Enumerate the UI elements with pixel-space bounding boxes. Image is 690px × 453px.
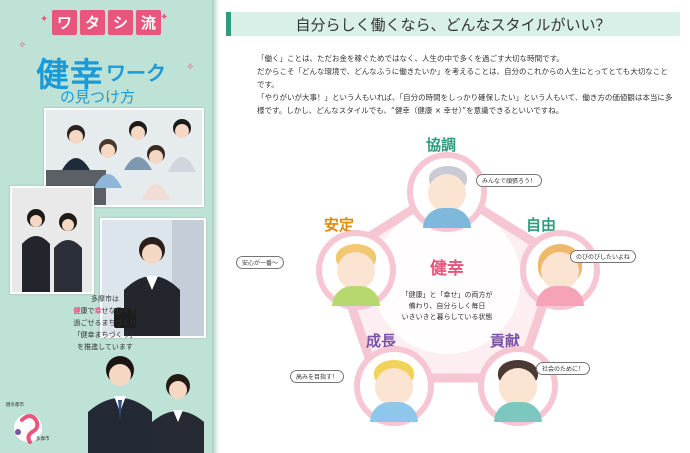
healthy-city-logo: 健幸都市 多摩市 bbox=[4, 402, 60, 448]
shirt-shape bbox=[370, 402, 418, 422]
center-desc-line: 備わり、自分らしく毎日 bbox=[408, 302, 486, 310]
sparkle-icon: ✦ bbox=[40, 14, 49, 25]
sparkle-icon: ✧ bbox=[18, 40, 27, 51]
cover-title: 健幸 bbox=[36, 55, 104, 94]
note-line: 健康で幸せな日々を bbox=[40, 305, 170, 317]
page-fold bbox=[212, 0, 220, 453]
cover-panel: ワ タ シ 流 ✦ ✦ ✧ ✧ 健幸 ワーク の見つけ方 bbox=[0, 0, 212, 453]
center-desc-line: いきいきと暮らしている状態 bbox=[401, 313, 493, 321]
speech-bubble: のびのびしたいよね bbox=[570, 250, 636, 263]
note-line: 過ごせるまちづくり bbox=[73, 319, 137, 327]
title-chip: シ bbox=[108, 10, 133, 35]
sparkle-icon: ✧ bbox=[186, 62, 195, 73]
node-label-cooperation: 協調 bbox=[426, 136, 457, 154]
title-chips: ワ タ シ 流 bbox=[52, 10, 161, 35]
speech-bubble: 社会のために！ bbox=[536, 362, 591, 375]
speech-bubble: 安心が一番〜 bbox=[236, 256, 285, 269]
businesswoman-photo bbox=[100, 218, 206, 338]
node-label-growth: 成長 bbox=[366, 332, 397, 350]
node-label-contribution: 貢献 bbox=[490, 332, 521, 350]
note-highlight: 健 bbox=[73, 307, 81, 315]
wellbeing-diagram: 健幸 「健康」と「幸せ」の両方が 備わり、自分らしく毎日 いきいきと暮らしている… bbox=[220, 130, 690, 453]
intro-text: 「働く」ことは、ただお金を稼ぐためではなく、人生の中で多くを過ごす大切な時間です… bbox=[257, 52, 675, 117]
node-freedom bbox=[520, 230, 600, 310]
intro-paragraph: 「やりがいが大事！」という人もいれば、「自分の時間をしっかり確保したい」という人… bbox=[257, 93, 673, 115]
node-cooperation bbox=[407, 152, 487, 232]
shirt-shape bbox=[423, 208, 471, 228]
note-line: 「健幸まちづくり」 bbox=[73, 331, 137, 339]
center-title: 健幸 bbox=[430, 259, 464, 279]
face-shape bbox=[499, 368, 537, 406]
logo-top-text: 健幸都市 bbox=[6, 403, 24, 408]
cover-subtitle: の見つけ方 bbox=[60, 88, 136, 106]
node-stability bbox=[316, 230, 396, 310]
face-shape bbox=[337, 252, 375, 290]
intro-paragraph: だからこそ「どんな環境で、どんなふうに働きたいか」を考えることは、自分のこれから… bbox=[257, 67, 668, 89]
note-text: 康で bbox=[80, 307, 95, 315]
page-headline: 自分らしく働くなら、どんなスタイルがいい？ bbox=[295, 16, 611, 34]
face-shape bbox=[428, 174, 466, 212]
shirt-shape bbox=[536, 286, 584, 306]
shirt-shape bbox=[494, 402, 542, 422]
note-line: 多摩市は bbox=[91, 295, 119, 303]
pair-photo bbox=[80, 350, 212, 453]
intro-paragraph: 「働く」ことは、ただお金を稼ぐためではなく、人生の中で多くを過ごす大切な時間です… bbox=[257, 54, 564, 63]
center-desc-line: 「健康」と「幸せ」の両方が bbox=[401, 291, 493, 299]
center-description: 「健康」と「幸せ」の両方が 備わり、自分らしく毎日 いきいきと暮らしている状態 bbox=[392, 290, 502, 323]
content-page: 自分らしく働くなら、どんなスタイルがいい？ 「働く」ことは、ただお金を稼ぐためで… bbox=[220, 0, 690, 453]
title-chip: 流 bbox=[136, 10, 161, 35]
note-highlight: 幸 bbox=[94, 307, 102, 315]
node-label-freedom: 自由 bbox=[526, 216, 557, 234]
face-shape bbox=[375, 368, 413, 406]
speech-bubble: みんなで頑張ろう！ bbox=[476, 174, 543, 187]
note-line: を推進しています bbox=[77, 343, 133, 351]
node-growth bbox=[354, 346, 434, 426]
shirt-shape bbox=[332, 286, 380, 306]
speech-bubble: 高みを目指す！ bbox=[290, 370, 345, 383]
title-chip: ワ bbox=[52, 10, 77, 35]
logo-bottom-text: 多摩市 bbox=[36, 437, 50, 442]
tama-city-note: 多摩市は 健康で幸せな日々を 過ごせるまちづくり 「健幸まちづくり」 を推進して… bbox=[40, 293, 170, 353]
title-chip: タ bbox=[80, 10, 105, 35]
sparkle-icon: ✦ bbox=[160, 12, 169, 23]
headline-bar: 自分らしく働くなら、どんなスタイルがいい？ bbox=[226, 12, 680, 36]
cover-title-work: ワーク bbox=[106, 61, 166, 85]
node-contribution bbox=[478, 346, 558, 426]
node-label-stability: 安定 bbox=[324, 216, 355, 234]
headline-stripe bbox=[226, 12, 231, 36]
students-photo bbox=[10, 186, 94, 294]
note-text: せな日々を bbox=[101, 307, 137, 315]
